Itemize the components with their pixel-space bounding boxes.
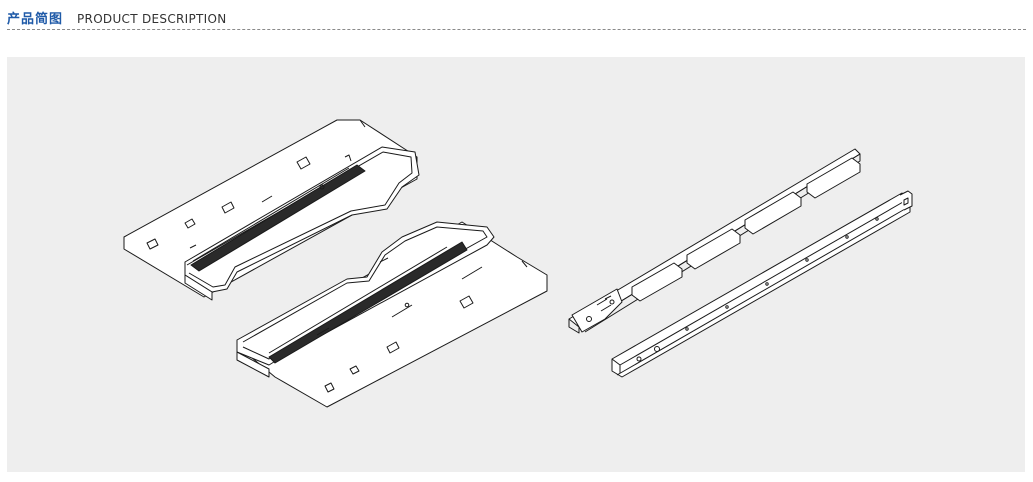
drawer-tray-lower — [236, 221, 548, 408]
section-header: 产品简图 PRODUCT DESCRIPTION — [7, 8, 1027, 28]
slide-rail-lower — [611, 190, 913, 378]
drawer-tray-upper — [123, 119, 420, 301]
section-title-cn: 产品简图 — [7, 12, 64, 27]
dashed-divider — [7, 29, 1026, 30]
product-drawing — [123, 119, 913, 408]
section-title-en: PRODUCT DESCRIPTION — [77, 12, 227, 26]
product-image-panel — [7, 57, 1025, 472]
slide-rail-upper — [568, 148, 861, 334]
